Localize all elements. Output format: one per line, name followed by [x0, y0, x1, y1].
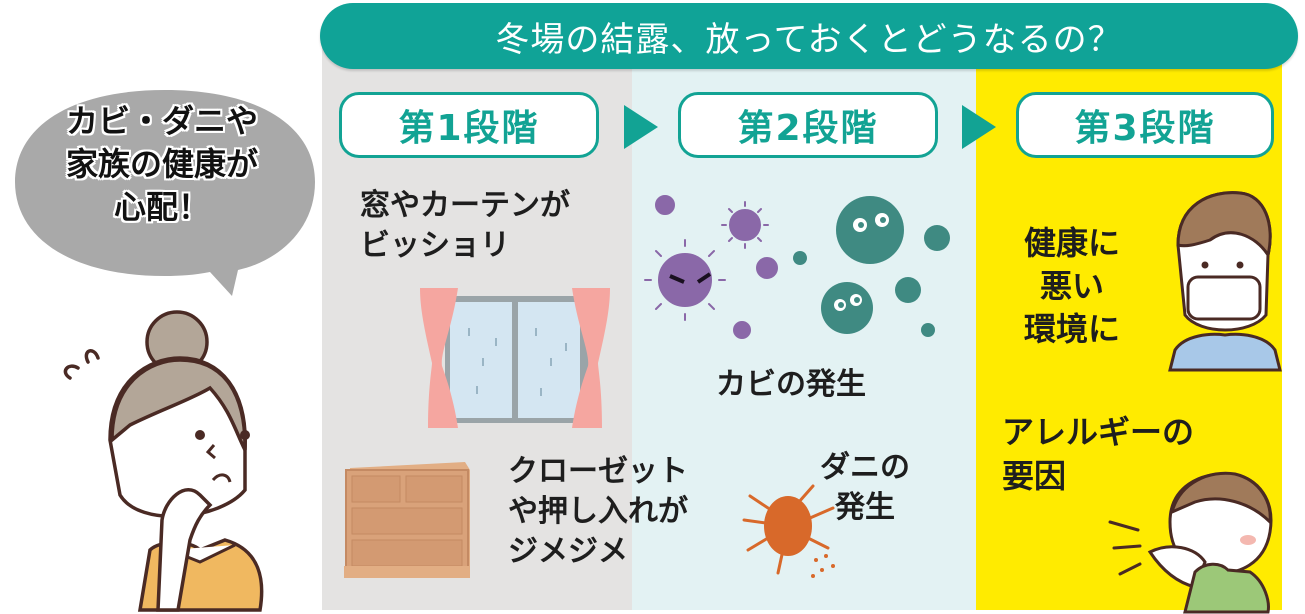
mold-spores-icon	[644, 195, 950, 339]
sneezing-child-icon	[1108, 471, 1273, 614]
stage-1-item-2-text: クローゼット や押し入れが ジメジメ	[508, 452, 688, 572]
stage-3-item-2-text: アレルギーの 要因	[1002, 410, 1194, 498]
drawer-chest-icon	[344, 462, 470, 578]
text-line: 健康に	[1024, 224, 1121, 262]
text-line: ダニの	[820, 450, 910, 485]
masked-man-icon	[1168, 191, 1282, 372]
text-line: 窓やカーテンが	[360, 188, 570, 223]
worried-woman-icon	[63, 310, 264, 612]
arrow-right-icon	[624, 105, 658, 149]
stage-1-item-1-text: 窓やカーテンが ビッショリ	[360, 186, 570, 266]
page-title: 冬場の結露、放っておくとどうなるの？	[320, 3, 1298, 69]
text-line: 要因	[1002, 457, 1067, 495]
stage-2-item-1-text: カビの発生	[716, 367, 866, 402]
speech-bubble-icon	[15, 90, 315, 296]
window-curtain-icon	[420, 288, 610, 428]
speech-line-3: 心配！	[113, 188, 210, 226]
stage-3-label: 第3段階	[1016, 92, 1274, 158]
arrow-right-icon	[962, 105, 996, 149]
speech-line-2: 家族の健康が	[65, 145, 258, 183]
text-line: クローゼット	[508, 454, 688, 489]
text-line: ジメジメ	[508, 534, 628, 569]
stage-2-label: 第2段階	[678, 92, 938, 158]
text-line: ビッショリ	[360, 228, 510, 263]
stage-2-item-2-text: ダニの 発生	[820, 448, 910, 528]
text-line: 悪い	[1040, 267, 1105, 305]
text-line: 発生	[835, 490, 895, 525]
text-line: アレルギーの	[1002, 413, 1195, 451]
text-line: や押し入れが	[508, 494, 688, 529]
stage-1-label: 第1段階	[339, 92, 599, 158]
mite-icon	[742, 484, 835, 578]
speech-line-1: カビ・ダニや	[65, 102, 258, 140]
speech-bubble-text: カビ・ダニや 家族の健康が 心配！	[22, 100, 302, 229]
text-line: 環境に	[1024, 310, 1121, 348]
stage-3-item-1-text: 健康に 悪い 環境に	[1024, 222, 1120, 351]
